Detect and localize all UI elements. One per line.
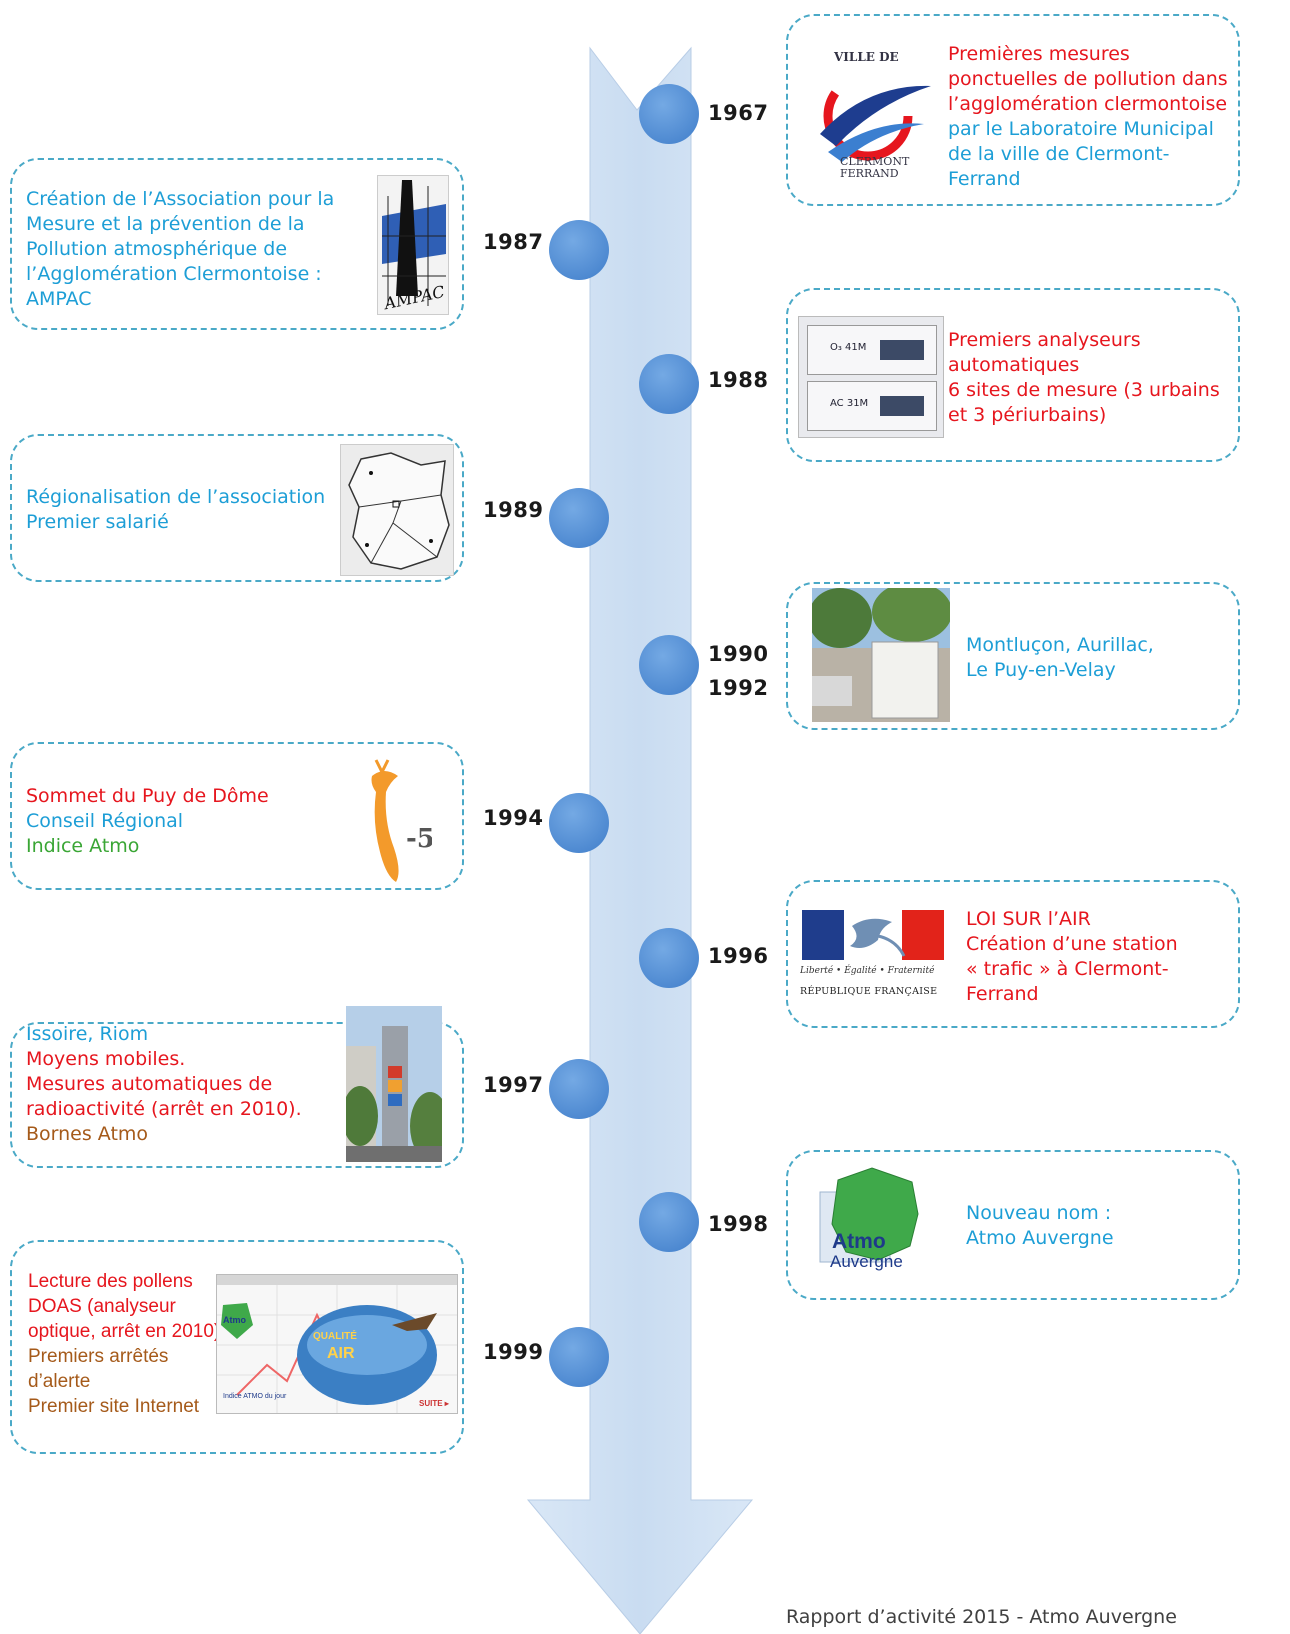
year-label-1967: 1967 — [708, 101, 769, 125]
dot-1988 — [639, 354, 699, 414]
event-card-1967: VILLE DE CLERMONT FERRAND Premières mesu… — [786, 14, 1240, 206]
ampac-logo: AMPAC — [377, 175, 449, 315]
event-card-1988: O₃ 41M AC 31M Premiers analyseurs automa… — [786, 288, 1240, 462]
marianne-icon — [802, 910, 944, 960]
atmo-index-logo: -5 — [362, 752, 432, 886]
event-card-1990: Montluçon, Aurillac, Le Puy-en-Velay — [786, 582, 1240, 730]
year-label-1999: 1999 — [483, 1340, 544, 1364]
monitoring-station-photo — [812, 588, 950, 722]
clermont-ferrand-logo: VILLE DE CLERMONT FERRAND — [806, 46, 938, 186]
analyser-photo: O₃ 41M AC 31M — [798, 316, 944, 438]
atmo-terminal-photo — [346, 1006, 442, 1162]
year-label-1998: 1998 — [708, 1212, 769, 1236]
dot-1989 — [549, 488, 609, 548]
year-label-1987: 1987 — [483, 230, 544, 254]
event-text-1997: Issoire, Riom Moyens mobiles. Mesures au… — [26, 1023, 302, 1145]
atmo-auvergne-logo: Atmo Auvergne — [818, 1160, 928, 1284]
dot-1994 — [549, 793, 609, 853]
event-card-1994: Sommet du Puy de Dôme Conseil Régional I… — [10, 742, 464, 890]
dot-1998 — [639, 1192, 699, 1252]
browser-toolbar — [217, 1275, 457, 1285]
event-text-1967: Premières mesures ponctuelles de polluti… — [948, 43, 1228, 190]
year-label-1996: 1996 — [708, 944, 769, 968]
dot-1999 — [549, 1327, 609, 1387]
auvergne-map — [340, 444, 454, 576]
region-map-icon — [348, 452, 450, 570]
event-text-1994: Sommet du Puy de Dôme Conseil Régional I… — [26, 785, 269, 857]
event-text-1987: Création de l’Association pour la Mesure… — [26, 188, 335, 310]
event-card-1989: Régionalisation de l’association Premier… — [10, 434, 464, 582]
dot-1990 — [639, 635, 699, 695]
city-emblem-icon — [820, 71, 931, 162]
event-card-1987: Création de l’Association pour la Mesure… — [10, 158, 464, 330]
republique-francaise-logo: Liberté • Égalité • Fraternité RÉPUBLIQU… — [800, 906, 946, 1006]
website-screenshot: Atmo QUALITÉ AIR Indice ATMO du jour SUI… — [216, 1274, 458, 1414]
year-label-1990: 1990 — [708, 642, 769, 666]
event-card-1999: Lecture des pollens DOAS (analyseur opti… — [10, 1240, 464, 1454]
event-text-1988: Premiers analyseurs automatiques 6 sites… — [948, 329, 1220, 426]
giraffe-icon — [371, 759, 399, 882]
footer-caption: Rapport d’activité 2015 - Atmo Auvergne — [786, 1606, 1177, 1628]
website-graphic-icon — [217, 1285, 457, 1413]
event-card-1997: Issoire, Riom Moyens mobiles. Mesures au… — [10, 1006, 464, 1168]
auvergne-region-icon — [819, 1167, 919, 1263]
year-label-1988: 1988 — [708, 368, 769, 392]
ampac-emblem-icon — [382, 180, 446, 306]
dot-1987 — [549, 220, 609, 280]
terminal-photo-icon — [346, 1006, 442, 1162]
analyser-unit-1: O₃ 41M — [807, 325, 937, 375]
year-label-1997: 1997 — [483, 1073, 544, 1097]
event-text-1989: Régionalisation de l’association Premier… — [26, 486, 326, 533]
station-photo-icon — [812, 588, 950, 722]
event-text-1996: LOI SUR l’AIR Création d’une station « t… — [966, 908, 1178, 1005]
event-card-1998: Atmo Auvergne Nouveau nom : Atmo Auvergn… — [786, 1150, 1240, 1300]
dot-1967 — [639, 84, 699, 144]
year-label-1994: 1994 — [483, 806, 544, 830]
event-text-1999: Lecture des pollens DOAS (analyseur opti… — [28, 1271, 221, 1417]
dot-1997 — [549, 1059, 609, 1119]
year-label-1992: 1992 — [708, 676, 769, 700]
event-text-1998: Nouveau nom : Atmo Auvergne — [966, 1202, 1114, 1249]
analyser-unit-2: AC 31M — [807, 381, 937, 431]
dot-1996 — [639, 928, 699, 988]
event-card-1996: Liberté • Égalité • Fraternité RÉPUBLIQU… — [786, 880, 1240, 1028]
event-text-1990: Montluçon, Aurillac, Le Puy-en-Velay — [966, 634, 1154, 681]
year-label-1989: 1989 — [483, 498, 544, 522]
